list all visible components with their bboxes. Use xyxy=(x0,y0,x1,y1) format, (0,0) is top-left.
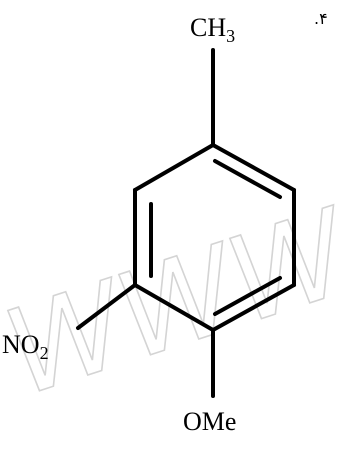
ring-bond-top-left xyxy=(133,143,215,192)
label-no2: NO2 xyxy=(2,330,49,363)
ring-bond-bottom-left xyxy=(133,283,215,332)
ring-bond-bottom-right xyxy=(211,283,296,332)
label-ch3: CH3 xyxy=(190,13,235,46)
benzene-ring xyxy=(133,143,296,332)
ring-bond-top-right xyxy=(211,143,296,192)
ring-double-bond-top-right xyxy=(213,159,282,199)
label-ome: OMe xyxy=(183,407,236,436)
item-number: .۴ xyxy=(314,9,328,28)
ring-double-bond-bottom-right xyxy=(213,276,282,316)
bond-to-no2 xyxy=(76,283,137,330)
